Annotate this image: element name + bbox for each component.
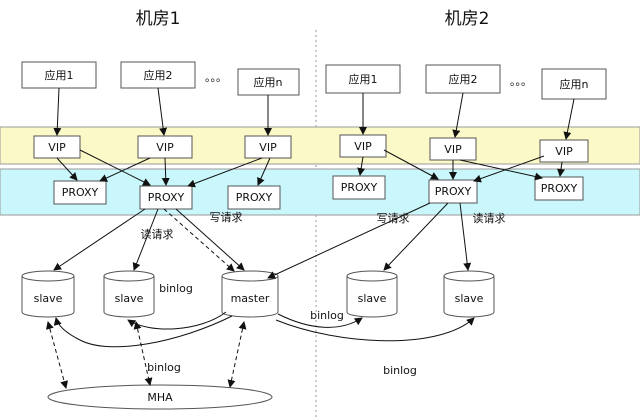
write-request-label-room1: 写请求 — [210, 211, 243, 224]
vip-box-room2-2: VIP — [429, 137, 477, 161]
arrow-vip1-proxy1 — [56, 157, 78, 181]
arrow-proxy-slave2 — [132, 208, 159, 271]
arrow-vipn-proxy2 — [187, 157, 263, 188]
binlog-master-slave1 — [53, 315, 233, 348]
arrow-room2-vipn-proxy3 — [557, 161, 565, 177]
svg-text:PROXY: PROXY — [341, 181, 378, 194]
write-request-label-room2: 写请求 — [377, 212, 410, 225]
app-label: 应用1 — [45, 68, 74, 82]
arrow-vip1-proxy2 — [79, 149, 151, 186]
app-box-room1-1: 应用1 — [21, 61, 97, 89]
mha-link-slave2 — [133, 321, 153, 386]
binlog-master-room2-slave1 — [277, 313, 363, 328]
svg-text:PROXY: PROXY — [541, 182, 578, 195]
app-label: 应用2 — [449, 72, 478, 86]
room2-title: 机房2 — [445, 9, 490, 29]
room1-title: 机房1 — [136, 9, 181, 29]
app-label: 应用1 — [349, 72, 378, 86]
svg-text:master: master — [231, 292, 270, 305]
mha-link-slave1 — [45, 321, 69, 389]
proxy-box-room1-2: PROXY — [139, 185, 193, 210]
proxy-box-room2-3: PROXY — [534, 176, 584, 201]
svg-text:VIP: VIP — [48, 141, 66, 154]
app-label: 应用n — [560, 77, 589, 91]
app-box-room2-2: 应用2 — [425, 64, 501, 94]
svg-text:PROXY: PROXY — [62, 186, 99, 199]
arrow-vip2-proxy2 — [161, 157, 170, 186]
svg-text:slave: slave — [115, 292, 144, 305]
arrow-vipn-proxy3 — [257, 157, 271, 186]
binlog-label-room1: binlog — [159, 282, 193, 295]
svg-text:VIP: VIP — [156, 141, 174, 154]
arrow-room2-appn-vip — [563, 98, 575, 140]
svg-text:VIP: VIP — [259, 141, 277, 154]
read-request-label-room1: 读请求 — [141, 227, 174, 241]
binlog-label-room2: binlog — [383, 364, 417, 377]
proxy-box-room1-1: PROXY — [53, 180, 107, 205]
app-box-room2-n: 应用n — [541, 68, 607, 100]
svg-text:slave: slave — [34, 292, 63, 305]
svg-text:PROXY: PROXY — [435, 185, 472, 198]
db-slave-room1-2: slave — [103, 270, 155, 318]
arrow-proxy-master-write — [175, 208, 245, 271]
app-ellipsis-room2: 。。。 — [510, 75, 532, 88]
mha-node: MHA — [47, 384, 273, 410]
vip-box-room1-1: VIP — [33, 135, 81, 159]
svg-text:slave: slave — [455, 292, 484, 305]
app-label: 应用n — [254, 75, 283, 89]
arrow-room2-vipn-proxy2 — [473, 155, 545, 183]
mha-link-master — [227, 321, 247, 388]
app-box-room1-2: 应用2 — [120, 61, 196, 89]
db-slave-room2-1: slave — [346, 270, 398, 318]
arrow-room2-proxy-slave1 — [383, 202, 449, 271]
db-slave-room1-1: slave — [21, 270, 75, 318]
svg-text:VIP: VIP — [444, 143, 462, 156]
app-label: 应用2 — [144, 68, 173, 82]
vip-box-room2-n: VIP — [539, 139, 589, 163]
binlog-master-room2-slave2 — [275, 317, 475, 342]
arrow-room2-proxy-master-write — [267, 202, 431, 279]
mha-label: MHA — [147, 391, 173, 404]
binlog-label-center: binlog — [310, 309, 344, 322]
svg-text:PROXY: PROXY — [236, 191, 273, 204]
app-box-room2-1: 应用1 — [325, 64, 401, 94]
proxy-box-room2-1: PROXY — [332, 175, 386, 200]
db-slave-room2-2: slave — [443, 270, 495, 318]
read-request-label-room2: 读请求 — [473, 211, 506, 225]
app-ellipsis-room1: 。。。 — [205, 71, 227, 84]
arrow-room2-vip1-proxy2 — [383, 149, 439, 180]
binlog-label-mha: binlog — [147, 361, 181, 374]
arrow-app1-vip — [53, 87, 62, 136]
proxy-box-room2-2: PROXY — [428, 179, 478, 204]
vip-box-room1-2: VIP — [137, 135, 193, 159]
arrow-room2-app2-vip — [452, 92, 464, 138]
arrow-room2-proxy-slave2 — [459, 202, 472, 271]
proxy-box-room1-3: PROXY — [227, 185, 281, 210]
svg-text:PROXY: PROXY — [148, 191, 185, 204]
arrow-room2-vip2-proxy3 — [459, 159, 543, 181]
svg-text:VIP: VIP — [354, 140, 372, 153]
arrow-proxy-slave1 — [53, 208, 146, 271]
vip-box-room1-n: VIP — [244, 135, 292, 159]
svg-text:slave: slave — [358, 292, 387, 305]
app-box-room1-n: 应用n — [237, 68, 300, 96]
arrow-room2-vip1-proxy1 — [357, 156, 366, 176]
db-master: master — [221, 270, 279, 318]
arrow-vip2-proxy1 — [99, 157, 151, 182]
arrow-app2-vip — [157, 87, 168, 136]
arrow-proxy-master-read — [163, 208, 235, 272]
vip-box-room2-1: VIP — [339, 134, 387, 158]
svg-text:VIP: VIP — [555, 145, 573, 158]
vip-band — [0, 126, 640, 165]
